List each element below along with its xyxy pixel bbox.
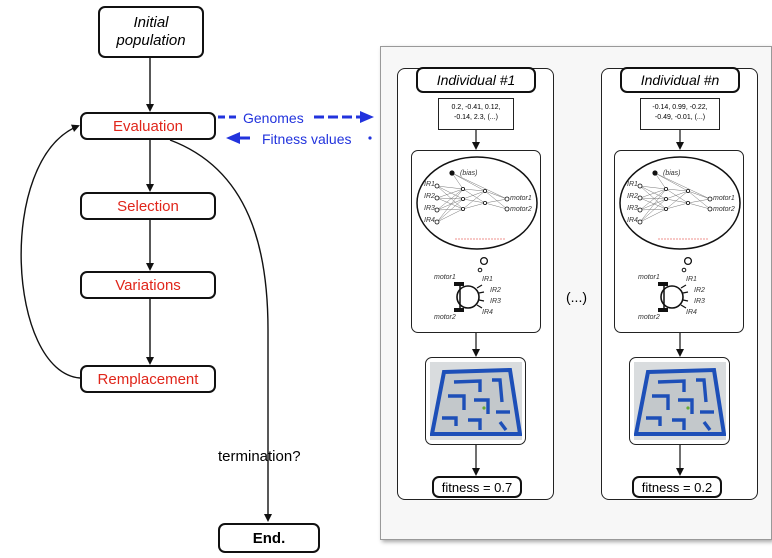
- termination-label: termination?: [218, 448, 301, 465]
- individual-n-title-text: Individual #n: [640, 72, 720, 88]
- individual-n-fitness: fitness = 0.2: [632, 476, 722, 498]
- individual-n-in3: IR3: [627, 205, 638, 212]
- individual-n-robot-ir4: IR4: [686, 309, 697, 316]
- individual-1-in3: IR3: [424, 205, 435, 212]
- individual-1-robot-motor1: motor1: [434, 274, 456, 281]
- individual-n-genome-line2: -0.49, -0.01, (...): [654, 114, 706, 121]
- individual-1-bias-label: (bias): [460, 170, 478, 177]
- replacement-box: Remplacement: [80, 365, 216, 393]
- arrow-loop-back: [20, 124, 81, 379]
- individual-1-robot-ir2: IR2: [490, 287, 501, 294]
- individual-1-robot: motor1 motor2 IR1 IR2 IR3 IR4: [434, 254, 530, 328]
- selection-label: Selection: [117, 197, 179, 215]
- individual-n-in4: IR4: [627, 217, 638, 224]
- individual-1-robot-ir3: IR3: [490, 298, 501, 305]
- evaluation-box: Evaluation: [80, 112, 216, 140]
- variations-box: Variations: [80, 271, 216, 299]
- individual-1-genome-line1: 0.2, -0.41, 0.12,: [451, 104, 501, 111]
- initial-population-box: Initial population: [98, 6, 204, 58]
- individual-1-in2: IR2: [424, 193, 435, 200]
- individual-n-title: Individual #n: [620, 67, 740, 93]
- individual-1-genome: 0.2, -0.41, 0.12, -0.14, 2.3, (...): [438, 98, 514, 130]
- robot-icon: [454, 256, 489, 312]
- individual-1-in1: IR1: [424, 181, 435, 188]
- fitness-values-label: Fitness values: [262, 131, 352, 147]
- individual-1-robot-ir1: IR1: [482, 276, 493, 283]
- individual-n-out1: motor1: [713, 195, 735, 202]
- individual-1-robot-motor2: motor2: [434, 314, 456, 321]
- individual-n-robot-motor1: motor1: [638, 274, 660, 281]
- individual-1-maze: [429, 362, 523, 440]
- individual-n-in2: IR2: [627, 193, 638, 200]
- individual-1-fitness: fitness = 0.7: [432, 476, 522, 498]
- individual-n-genome: -0.14, 0.99, -0.22, -0.49, -0.01, (...): [640, 98, 720, 130]
- initial-population-line1: Initial: [133, 14, 169, 31]
- individual-1-title-text: Individual #1: [436, 72, 516, 88]
- individual-n-out2: motor2: [713, 206, 735, 213]
- end-label: End.: [252, 529, 286, 547]
- individual-1-out1: motor1: [510, 195, 532, 202]
- individual-1-title: Individual #1: [416, 67, 536, 93]
- maze-simulation-icon: [429, 362, 523, 440]
- individual-n-genome-line1: -0.14, 0.99, -0.22,: [652, 104, 708, 111]
- individual-n-robot: motor1 motor2 IR1 IR2 IR3 IR4: [638, 254, 734, 328]
- individual-n-fitness-text: fitness = 0.2: [641, 479, 713, 495]
- end-box: End.: [218, 523, 320, 553]
- evaluation-label: Evaluation: [112, 117, 184, 135]
- neural-network-icon: [416, 156, 538, 250]
- ellipsis-label: (...): [566, 289, 587, 305]
- maze-simulation-icon: [633, 362, 727, 440]
- individual-n-robot-ir3: IR3: [694, 298, 705, 305]
- individual-1-in4: IR4: [424, 217, 435, 224]
- robot-icon: [658, 256, 693, 312]
- individual-n-network: (bias) IR1 IR2 IR3 IR4 motor1 motor2: [618, 155, 742, 251]
- fitness-arrow-dot: [368, 136, 372, 140]
- individual-1-genome-line2: -0.14, 2.3, (...): [454, 114, 498, 121]
- replacement-label: Remplacement: [97, 370, 199, 388]
- variations-label: Variations: [115, 276, 181, 294]
- individual-n-robot-ir2: IR2: [694, 287, 705, 294]
- individual-1-robot-ir4: IR4: [482, 309, 493, 316]
- individual-1-network: (bias) IR1 IR2 IR3 IR4 motor1 motor2: [415, 155, 539, 251]
- neural-network-icon: [619, 156, 741, 250]
- individual-n-robot-ir1: IR1: [686, 276, 697, 283]
- individual-n-robot-motor2: motor2: [638, 314, 660, 321]
- individual-1-out2: motor2: [510, 206, 532, 213]
- individual-n-in1: IR1: [627, 181, 638, 188]
- genomes-label: Genomes: [243, 110, 304, 126]
- initial-population-line2: population: [116, 32, 186, 49]
- individual-n-maze: [633, 362, 727, 440]
- selection-box: Selection: [80, 192, 216, 220]
- individual-n-bias-label: (bias): [663, 170, 681, 177]
- individual-1-fitness-text: fitness = 0.7: [441, 479, 513, 495]
